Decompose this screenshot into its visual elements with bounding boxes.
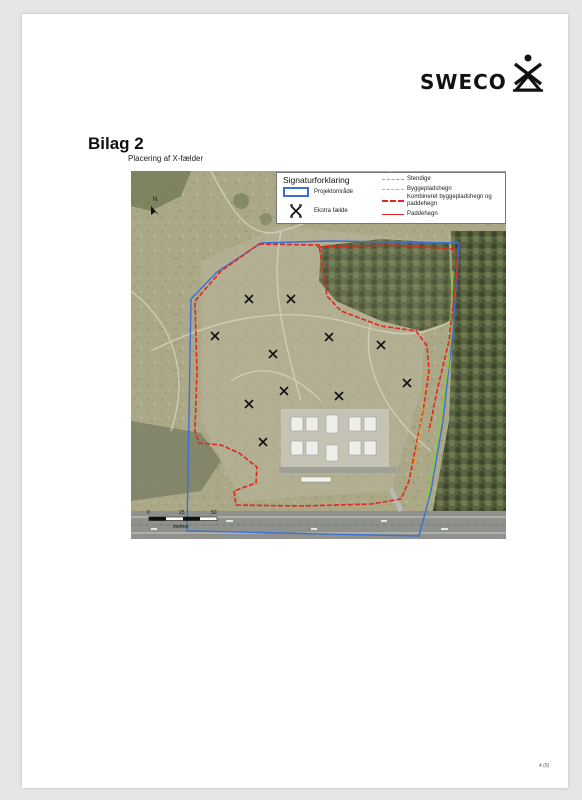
project-area-swatch (283, 187, 309, 197)
combined-fence-swatch (382, 200, 404, 202)
x-trap-marker (244, 399, 254, 409)
construction-fence-swatch (382, 189, 404, 190)
stone-wall (426, 270, 454, 502)
north-arrow-icon: N (151, 197, 159, 215)
wet-area (131, 421, 221, 501)
x-trap-marker (334, 391, 344, 401)
scale-tick-50: 50 (211, 510, 217, 516)
x-trap-marker (279, 386, 289, 396)
sweco-person-mark-icon (512, 54, 544, 92)
forest-northeast (319, 239, 453, 331)
trees-northwest (131, 171, 191, 211)
aerial-map: N 0 25 50 metres Signaturforklaring Proj… (131, 171, 506, 539)
x-trap-marker (324, 332, 334, 342)
page-subtitle: Placering af X-fælder (128, 154, 204, 163)
legend-item-stone-wall: Stendige (382, 176, 431, 183)
page-number: 4 (6) (539, 763, 550, 769)
amphibian-fence-swatch (382, 214, 404, 215)
trap-group (210, 294, 412, 447)
document-page: SWECO Bilag 2 Placering af X-fælder (22, 14, 568, 788)
x-trap-marker (210, 331, 220, 341)
x-trap-marker (268, 349, 278, 359)
scale-tick-0: 0 (147, 510, 150, 516)
forest-east (431, 231, 506, 521)
amphibian-fence-northeast (316, 244, 458, 432)
x-trap-icon (290, 204, 302, 218)
x-trap-marker (244, 294, 254, 304)
scale-bar (148, 516, 218, 521)
legend-item-extra-trap: Ekstra fælde (283, 204, 348, 218)
building-complex (279, 409, 397, 483)
stone-wall-swatch (382, 179, 404, 180)
legend-title: Signaturforklaring (283, 175, 350, 185)
legend-item-combined-fence: Kombineret byggepladshegn og paddehegn (382, 194, 503, 208)
logo-text: SWECO (420, 70, 507, 94)
x-trap-marker (402, 378, 412, 388)
x-trap-marker (286, 294, 296, 304)
map-canvas: N (131, 171, 506, 539)
scale-tick-25: 25 (179, 510, 185, 516)
legend-item-project-area: Projektområde (283, 187, 353, 197)
x-trap-marker (258, 437, 268, 447)
legend-item-construction-fence: Byggepladshegn (382, 186, 452, 193)
page-title: Bilag 2 (88, 134, 144, 153)
map-legend: Signaturforklaring Projektområde Ekstra … (276, 172, 506, 224)
scale-unit: metres (173, 524, 189, 530)
sweco-logo: SWECO (420, 52, 545, 92)
amphibian-fence-main (194, 243, 430, 507)
svg-text:N: N (153, 197, 157, 203)
construction-fence (412, 370, 428, 472)
legend-item-amphibian-fence: Paddehegn (382, 211, 438, 218)
x-trap-marker (376, 340, 386, 350)
